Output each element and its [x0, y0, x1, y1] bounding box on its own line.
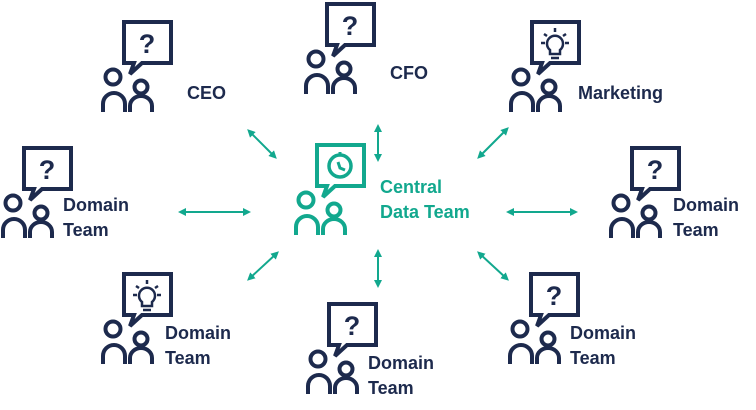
label-line-1: Domain	[673, 195, 739, 215]
speech-bubble-icon: ?	[327, 302, 378, 358]
label-line-1: Domain	[368, 353, 434, 373]
team-icon	[509, 20, 581, 112]
speech-bubble-icon	[122, 272, 173, 328]
team-icon: ?	[508, 272, 580, 364]
lightbulb-icon	[541, 28, 569, 60]
people-icon	[1, 193, 54, 238]
speech-bubble-icon	[315, 143, 366, 199]
speech-bubble-icon	[530, 20, 581, 76]
bidirectional-arrow	[247, 129, 277, 159]
team-icon: ?	[306, 302, 378, 394]
people-icon	[294, 190, 347, 235]
people-icon	[101, 67, 154, 112]
team-icon: ?	[304, 2, 376, 94]
label-line-1: Domain	[63, 195, 129, 215]
people-icon	[509, 67, 562, 112]
label-line-2: Team	[570, 348, 616, 368]
people-icon	[306, 349, 359, 394]
speech-bubble-icon: ?	[122, 20, 173, 76]
team-icon	[101, 272, 173, 364]
bidirectional-arrow	[477, 251, 509, 281]
label-line-1: Domain	[165, 323, 231, 343]
question-icon: ?	[344, 311, 361, 341]
team-icon: ?	[609, 146, 681, 238]
label-line-1: CFO	[390, 63, 428, 83]
team-icon	[294, 143, 366, 235]
label-line-1: Central	[380, 177, 442, 197]
label-line-2: Team	[673, 220, 719, 240]
node-label: Marketing	[578, 83, 663, 103]
label-line-1: CEO	[187, 83, 226, 103]
label-line-1: Domain	[570, 323, 636, 343]
node-label: CEO	[187, 83, 226, 103]
people-icon	[101, 319, 154, 364]
question-icon: ?	[546, 281, 563, 311]
bidirectional-arrow	[247, 251, 279, 281]
people-icon	[609, 193, 662, 238]
lightbulb-icon	[133, 280, 161, 312]
clock-icon	[327, 152, 353, 179]
label-line-2: Team	[165, 348, 211, 368]
people-icon	[508, 319, 561, 364]
team-icon: ?	[1, 146, 73, 238]
question-icon: ?	[39, 155, 56, 185]
question-icon: ?	[342, 11, 359, 41]
connector-arrows	[178, 124, 578, 288]
label-line-2: Data Team	[380, 202, 470, 222]
node-label: CFO	[390, 63, 428, 83]
team-icon: ?	[101, 20, 173, 112]
speech-bubble-icon: ?	[630, 146, 681, 202]
node-marketing: Marketing	[509, 20, 663, 112]
speech-bubble-icon: ?	[22, 146, 73, 202]
bidirectional-arrow	[477, 127, 509, 159]
label-line-2: Team	[368, 378, 414, 398]
speech-bubble-icon: ?	[325, 2, 376, 58]
question-icon: ?	[647, 155, 664, 185]
people-icon	[304, 49, 357, 94]
question-icon: ?	[139, 29, 156, 59]
label-line-2: Team	[63, 220, 109, 240]
speech-bubble-icon: ?	[529, 272, 580, 328]
label-line-1: Marketing	[578, 83, 663, 103]
node-ceo: ? CEO	[101, 20, 226, 112]
node-cfo: ? CFO	[304, 2, 428, 94]
